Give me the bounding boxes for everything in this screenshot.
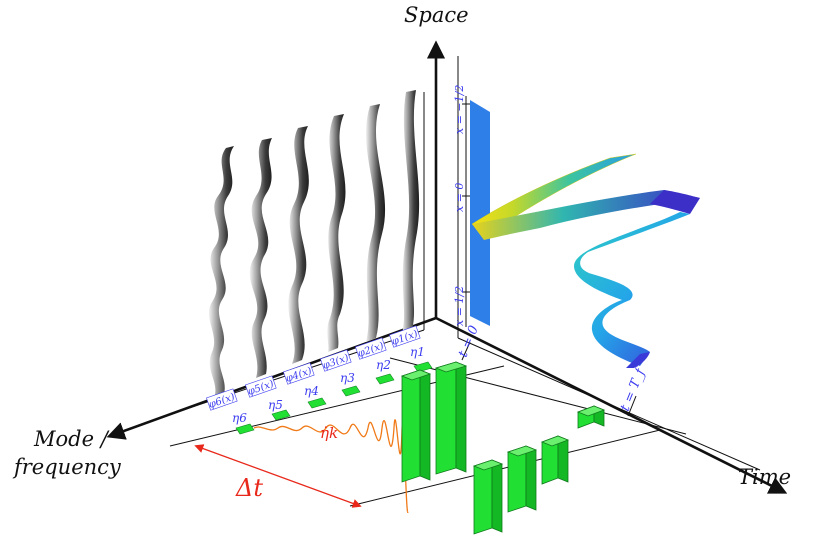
time-axis-title: Time xyxy=(738,465,791,489)
marker-3 xyxy=(341,385,361,397)
marker-1 xyxy=(413,361,433,373)
phi-label-2: φ2(x) xyxy=(356,341,385,360)
eta-dot-label: η̇k xyxy=(320,424,338,442)
eta-label-1: η1 xyxy=(410,345,425,359)
phi-label-3: φ3(x) xyxy=(321,353,350,372)
eta-label-5: η5 xyxy=(268,398,283,412)
mode-axis-title-line2: frequency xyxy=(12,455,122,479)
marker-6 xyxy=(235,423,255,435)
space-color-bar xyxy=(470,100,490,326)
eta-labels-group: η6 η5 η4 η3 η2 η1 xyxy=(232,345,425,425)
bar-small-6 xyxy=(576,405,606,429)
space-bar-group: x = −1/2 x = 0 x = 1/2 xyxy=(453,85,490,327)
space-axis-title: Space xyxy=(404,3,469,27)
eta-label-4: η4 xyxy=(304,384,319,398)
eta-label-2: η2 xyxy=(376,358,391,372)
phi-label-6: φ6(x) xyxy=(207,392,236,411)
space-time-ribbon xyxy=(471,153,700,368)
mode-shape-5 xyxy=(249,138,272,378)
time-label-end: t = T_f xyxy=(618,365,649,414)
floor-markers xyxy=(235,361,433,435)
delta-t-label: Δt xyxy=(235,474,263,502)
space-label-top: x = −1/2 xyxy=(453,85,466,134)
space-label-mid: x = 0 xyxy=(453,183,466,212)
bar-down-3 xyxy=(472,459,504,535)
bar-tall-2 xyxy=(434,361,468,475)
mode-shape-6 xyxy=(208,146,234,398)
eta-label-3: η3 xyxy=(340,371,355,385)
phi-label-5: φ5(x) xyxy=(246,379,275,398)
signal-wave xyxy=(253,419,409,513)
mode-shapes-group xyxy=(208,90,420,398)
eta-label-6: η6 xyxy=(232,411,247,425)
mode-shape-2 xyxy=(365,104,386,342)
marker-5 xyxy=(271,409,291,421)
bar-down-5 xyxy=(540,435,570,485)
signal-group: Δt η̇k xyxy=(194,419,409,513)
space-label-bottom: x = 1/2 xyxy=(453,286,466,326)
delta-t-arrow xyxy=(194,444,362,508)
bar-down-4 xyxy=(506,445,538,513)
phi-label-4: φ4(x) xyxy=(284,366,313,385)
mode-shape-1 xyxy=(402,90,420,334)
green-bars xyxy=(400,361,606,535)
mode-shape-4 xyxy=(288,126,309,364)
marker-4 xyxy=(307,397,327,409)
mode-axis-title-line1: Mode / xyxy=(33,427,110,451)
marker-2 xyxy=(375,373,395,385)
time-axis xyxy=(435,316,788,494)
bar-tall-1 xyxy=(400,369,432,483)
mode-shape-3 xyxy=(327,114,346,352)
